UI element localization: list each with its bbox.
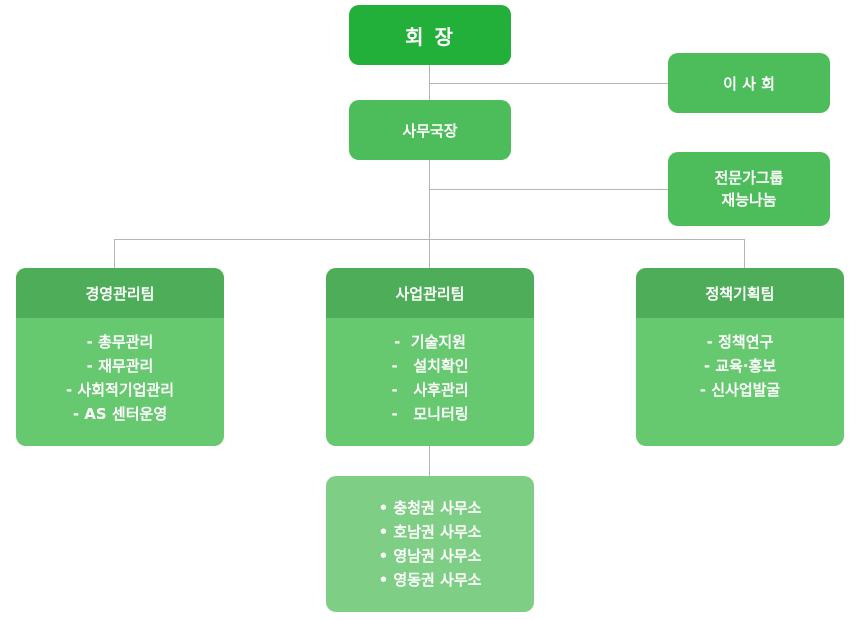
duty-item: - 사회적기업관리 xyxy=(65,381,175,399)
team-title: 경영관리팀 xyxy=(16,268,224,318)
team-title: 정책기획팀 xyxy=(636,268,844,318)
expert-group-line-1: 전문가그룹 xyxy=(714,169,784,187)
team-policy: 정책기획팀 - 정책연구 - 교육·홍보 - 신사업발굴 xyxy=(636,268,844,446)
duty-item: - 기술지원 xyxy=(394,333,466,351)
chairman-box: 회 장 xyxy=(349,5,511,65)
duty-item: - 총무관리 xyxy=(86,333,154,351)
office-item: 영동권 사무소 xyxy=(326,568,534,592)
regional-offices-box: 충청권 사무소 호남권 사무소 영남권 사무소 영동권 사무소 xyxy=(326,476,534,612)
team-title: 사업관리팀 xyxy=(326,268,534,318)
duty-item: - 설치확인 xyxy=(391,357,469,375)
office-item: 충청권 사무소 xyxy=(326,496,534,520)
connector-offices xyxy=(429,444,430,476)
duty-item: - 모니터링 xyxy=(391,405,469,423)
board-box: 이 사 회 xyxy=(668,53,830,113)
team-business: 사업관리팀 - 기술지원 - 설치확인 - 사후관리 - 모니터링 xyxy=(326,268,534,446)
duty-item: - 정책연구 xyxy=(706,333,774,351)
duty-item: - 사후관리 xyxy=(391,381,469,399)
expert-group-line-2: 재능나눔 xyxy=(721,191,777,209)
office-item: 영남권 사무소 xyxy=(326,544,534,568)
duty-item: - 교육·홍보 xyxy=(703,357,777,375)
secretary-general-box: 사무국장 xyxy=(349,100,511,160)
duty-item: - AS 센터운영 xyxy=(72,405,168,423)
expert-group-box: 전문가그룹 재능나눔 xyxy=(668,152,830,226)
connector-expert-group xyxy=(429,189,669,190)
team-duties: - 정책연구 - 교육·홍보 - 신사업발굴 xyxy=(636,318,844,402)
duty-item: - 재무관리 xyxy=(86,357,154,375)
connector-secretary-teams xyxy=(429,160,430,269)
office-item: 호남권 사무소 xyxy=(326,520,534,544)
connector-left-team xyxy=(114,239,115,269)
team-management: 경영관리팀 - 총무관리 - 재무관리 - 사회적기업관리 - AS 센터운영 xyxy=(16,268,224,446)
team-duties: - 기술지원 - 설치확인 - 사후관리 - 모니터링 xyxy=(326,318,534,426)
connector-board xyxy=(429,83,669,84)
connector-team-bar xyxy=(114,239,745,240)
team-duties: - 총무관리 - 재무관리 - 사회적기업관리 - AS 센터운영 xyxy=(16,318,224,426)
duty-item: - 신사업발굴 xyxy=(699,381,781,399)
connector-right-team xyxy=(744,239,745,269)
